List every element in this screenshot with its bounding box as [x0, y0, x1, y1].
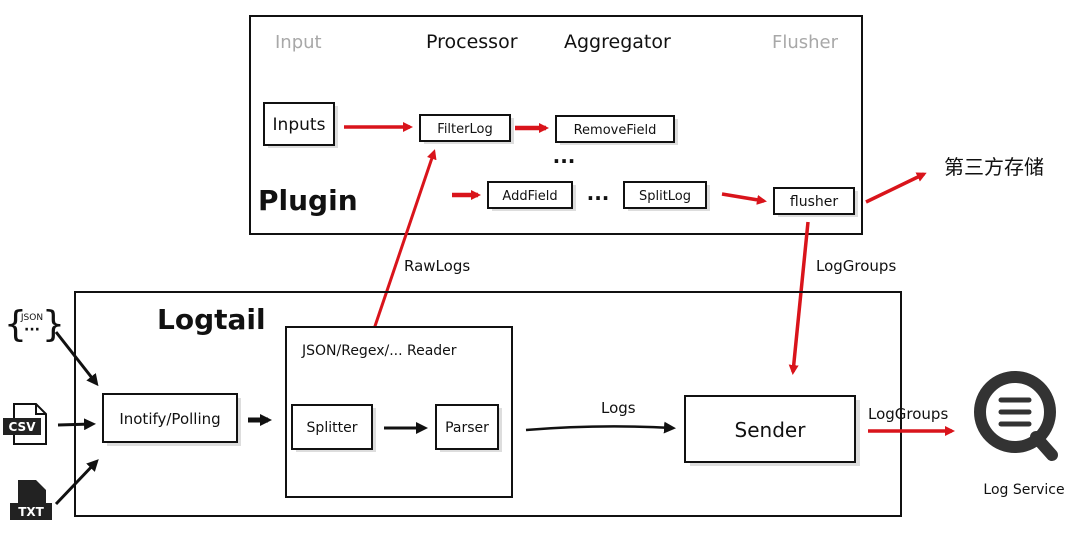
- inputs-label: Inputs: [273, 115, 326, 135]
- ellipsis-processor: ...: [587, 181, 610, 205]
- ellipsis-aggregator: ...: [553, 144, 576, 168]
- arrow-json-inotify: [54, 331, 99, 387]
- addfield-box: [487, 181, 573, 209]
- sender-label: Sender: [735, 418, 807, 442]
- arrow-logs: [525, 421, 676, 434]
- logs-label: Logs: [601, 399, 636, 417]
- rawlogs-label: RawLogs: [404, 257, 470, 275]
- logtail-title: Logtail: [157, 303, 266, 336]
- arrow-txt-inotify: [54, 459, 99, 506]
- arrow-flusher-storage: [865, 172, 927, 204]
- third-party-storage-label: 第三方存储: [944, 155, 1044, 179]
- removefield-label: RemoveField: [574, 123, 657, 138]
- inputs-box: [263, 102, 335, 146]
- flusher-label: flusher: [790, 194, 838, 210]
- log-service-icon: [974, 371, 1058, 461]
- output-loggroups-label: LogGroups: [868, 405, 948, 423]
- arrow-flusher-sender: [788, 221, 810, 375]
- flusher-box: [773, 187, 855, 215]
- header-input: Input: [275, 32, 322, 53]
- json-file-icon: { } JSON ···: [4, 304, 65, 345]
- sender-box: [684, 395, 856, 463]
- arrow-csv-inotify: [57, 418, 96, 431]
- txt-file-icon: TXT: [10, 480, 52, 520]
- inotify-polling-box: [102, 393, 238, 443]
- log-service-label: Log Service: [983, 482, 1064, 498]
- logtail-container: [74, 291, 902, 517]
- csv-label: CSV: [9, 420, 37, 434]
- removefield-box: [555, 115, 675, 143]
- svg-text:{: {: [4, 304, 27, 345]
- splitlog-box: [623, 181, 707, 209]
- splitlog-label: SplitLog: [639, 189, 691, 204]
- header-aggregator: Aggregator: [564, 31, 671, 53]
- reader-title: JSON/Regex/... Reader: [301, 343, 457, 359]
- addfield-label: AddField: [502, 189, 557, 204]
- filterlog-label: FilterLog: [437, 122, 492, 137]
- loggroups-label-vertical: LogGroups: [816, 257, 896, 275]
- svg-text:···: ···: [24, 322, 40, 338]
- txt-label: TXT: [18, 505, 44, 519]
- filterlog-box: [419, 114, 511, 142]
- header-flusher: Flusher: [772, 32, 839, 53]
- plugin-title: Plugin: [258, 184, 358, 217]
- inotify-polling-label: Inotify/Polling: [119, 410, 220, 428]
- splitter-box: [291, 404, 373, 450]
- csv-file-icon: CSV: [3, 403, 47, 445]
- splitter-label: Splitter: [307, 420, 358, 436]
- arrow-splitlog-flusher: [721, 192, 767, 205]
- parser-box: [435, 404, 499, 450]
- json-label: JSON: [20, 313, 43, 323]
- header-processor: Processor: [426, 31, 518, 53]
- parser-label: Parser: [445, 420, 489, 436]
